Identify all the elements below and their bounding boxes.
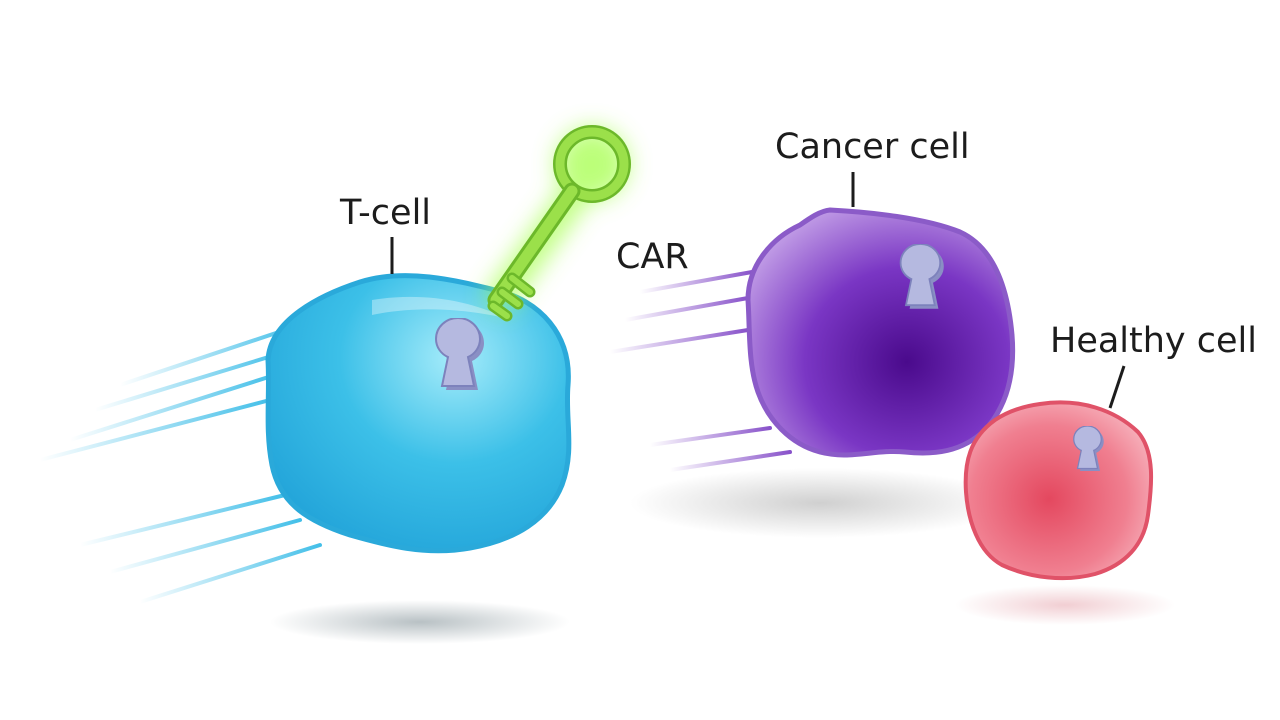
key-icon <box>487 125 631 322</box>
cancer-cell-label: Cancer cell <box>775 127 970 167</box>
cancer-cell-shadow <box>630 468 1010 538</box>
healthy-cell <box>963 400 1154 581</box>
healthy-cell-shadow <box>955 585 1175 625</box>
t-cell-shadow <box>270 600 570 644</box>
cancer-cell-motion-streaks <box>608 270 792 472</box>
t-cell <box>265 273 572 554</box>
car-label: CAR <box>616 237 689 277</box>
cancer-cell <box>745 207 1016 458</box>
t-cell-motion-streaks <box>38 323 322 604</box>
healthy-cell-label: Healthy cell <box>1050 321 1257 361</box>
t-cell-highlight <box>372 296 505 318</box>
t-cell-label: T-cell <box>339 193 431 233</box>
healthy-cell-leader-line <box>1108 365 1126 409</box>
